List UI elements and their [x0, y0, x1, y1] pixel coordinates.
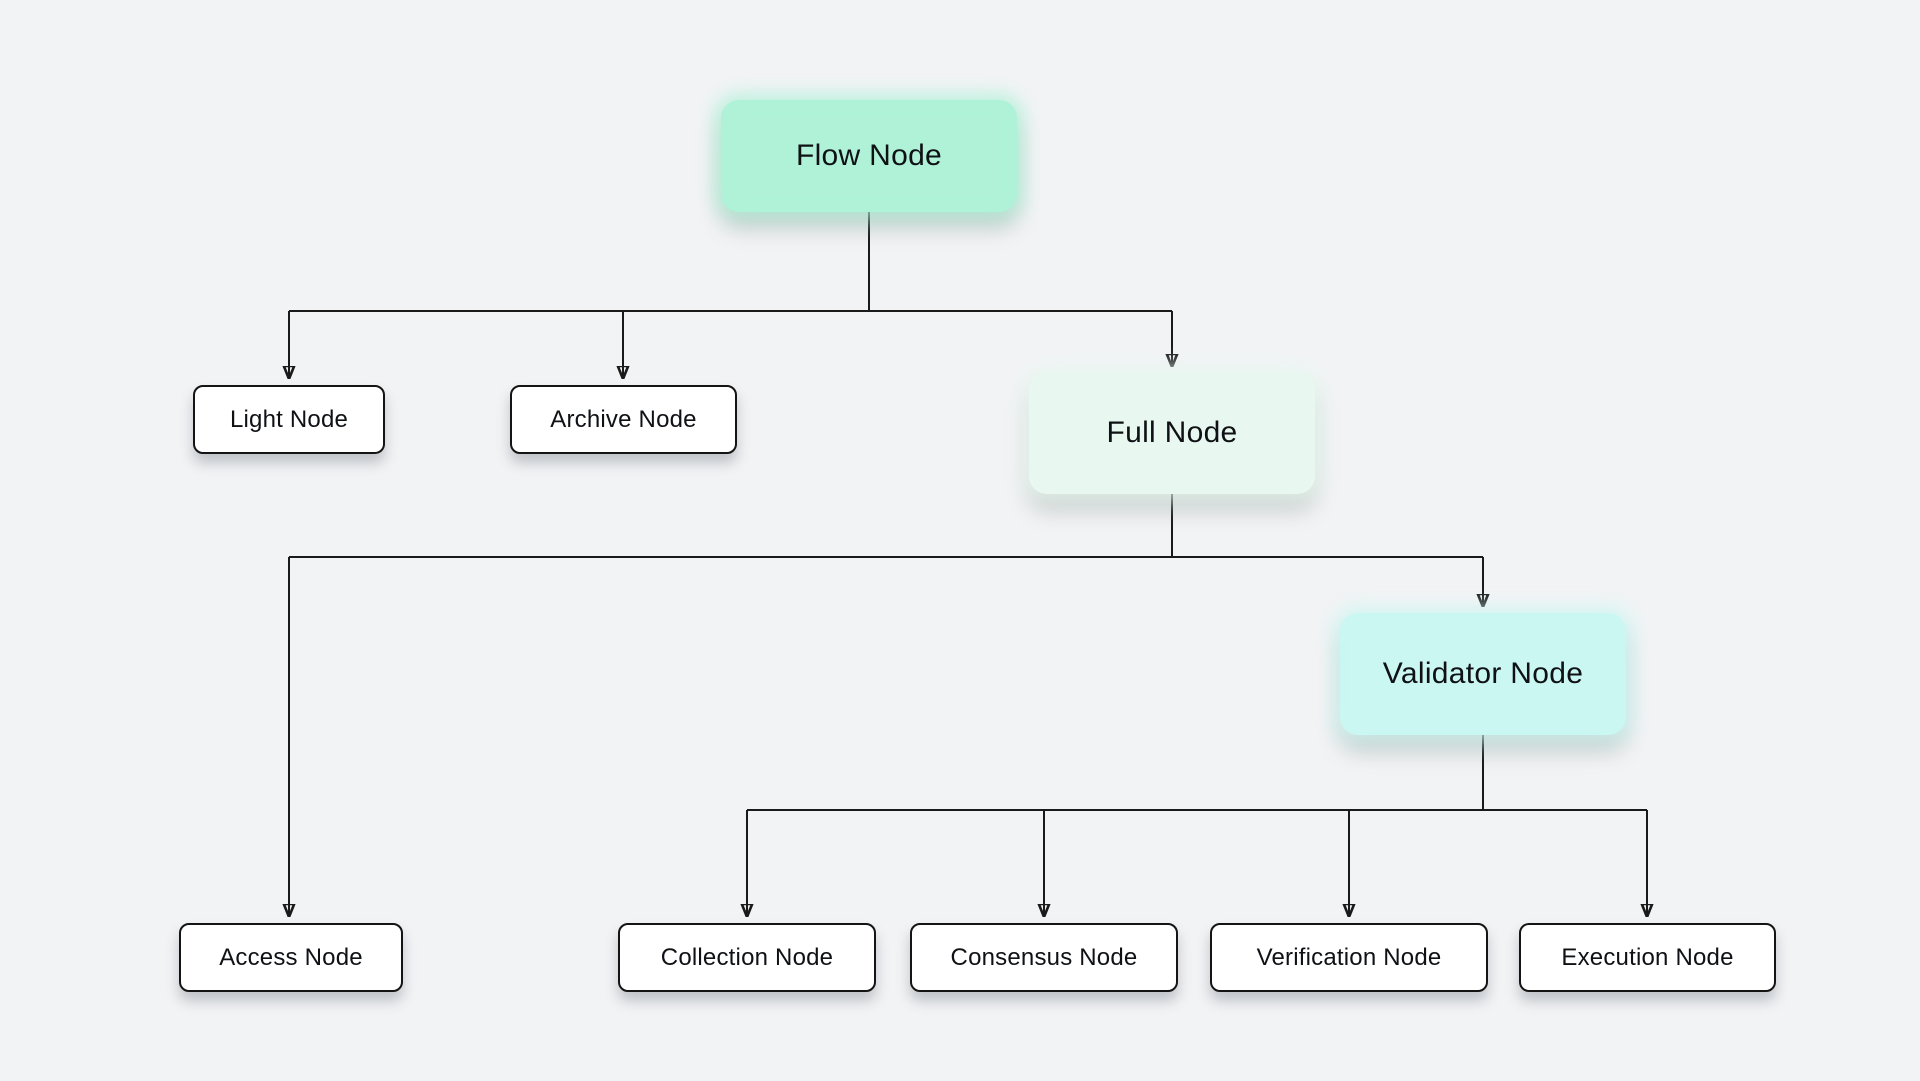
edge-trunk-flow	[289, 212, 1172, 312]
node-execution: Execution Node	[1519, 923, 1776, 992]
node-flow: Flow Node	[721, 100, 1017, 212]
node-consensus-label: Consensus Node	[950, 943, 1138, 971]
node-access: Access Node	[179, 923, 403, 992]
node-validator-label: Validator Node	[1382, 657, 1584, 690]
node-flow-label: Flow Node	[795, 139, 943, 172]
node-archive: Archive Node	[510, 385, 737, 454]
node-validator: Validator Node	[1340, 613, 1626, 735]
node-full: Full Node	[1029, 372, 1315, 494]
node-execution-label: Execution Node	[1561, 943, 1734, 971]
node-verification-label: Verification Node	[1256, 943, 1442, 971]
node-collection: Collection Node	[618, 923, 876, 992]
node-archive-label: Archive Node	[550, 405, 697, 433]
node-light: Light Node	[193, 385, 385, 454]
edge-trunk-full	[289, 494, 1483, 558]
node-collection-label: Collection Node	[660, 943, 834, 971]
node-full-label: Full Node	[1106, 416, 1238, 449]
node-verification: Verification Node	[1210, 923, 1488, 992]
node-light-label: Light Node	[229, 405, 349, 433]
edge-trunk-validator	[747, 735, 1647, 811]
node-access-label: Access Node	[219, 943, 363, 971]
node-consensus: Consensus Node	[910, 923, 1178, 992]
